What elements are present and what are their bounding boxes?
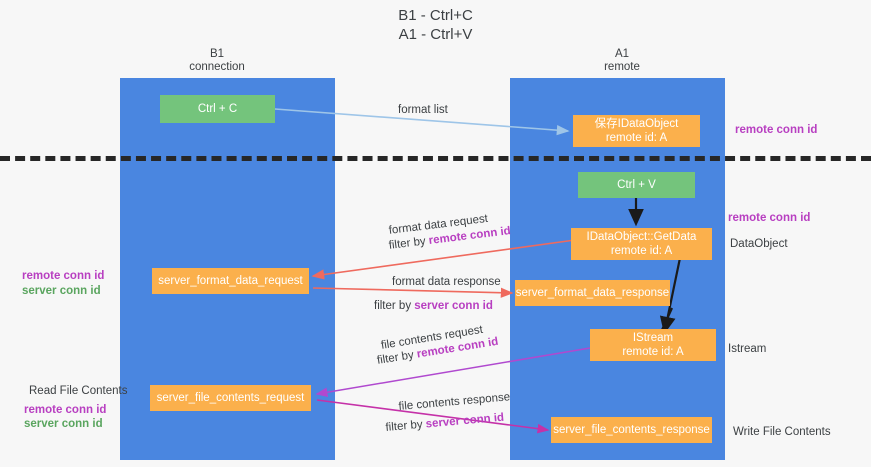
box-istream-line2: remote id: A — [622, 346, 684, 358]
filter-key-server-conn-id: server conn id — [425, 411, 505, 431]
box-idataobject-line1: 保存IDataObject — [594, 118, 679, 130]
side-label-remote-conn-id-top: remote conn id — [735, 124, 818, 136]
box-server-file-contents-request[interactable]: server_file_contents_request — [150, 385, 311, 411]
side-label-left-remote-conn-id-mid: remote conn id — [22, 270, 105, 282]
edge-label-format-data-response-filter: filter by server conn id — [374, 299, 493, 313]
filter-prefix: filter by — [388, 235, 430, 252]
box-ctrl-v[interactable]: Ctrl + V — [578, 172, 695, 198]
edge-label-format-list: format list — [398, 104, 448, 116]
filter-key-server-conn-id: server conn id — [414, 300, 493, 312]
edge-label-file-contents-response: file contents response — [398, 391, 511, 413]
side-label-remote-conn-id-mid: remote conn id — [728, 212, 811, 224]
box-ctrl-c-label: Ctrl + C — [197, 103, 238, 115]
page-title: B1 - Ctrl+C A1 - Ctrl+V — [398, 7, 473, 43]
edge-label-format-data-response: format data response — [392, 276, 501, 288]
side-label-left-server-conn-id-bottom: server conn id — [24, 418, 103, 430]
side-label-istream: Istream — [728, 343, 767, 355]
column-header-b1: B1 connection — [189, 48, 245, 73]
box-server-file-contents-response[interactable]: server_file_contents_response — [551, 417, 712, 443]
filter-prefix: filter by — [374, 300, 415, 312]
box-server-format-data-response-label: server_format_data_response — [515, 287, 670, 299]
box-idataobject-getdata[interactable]: IDataObject::GetData remote id: A — [571, 228, 712, 260]
box-server-file-contents-request-label: server_file_contents_request — [156, 392, 305, 404]
box-idataobject-line2: remote id: A — [605, 132, 668, 144]
side-label-left-remote-conn-id-bottom: remote conn id — [24, 404, 107, 416]
box-server-format-data-request[interactable]: server_format_data_request — [152, 268, 309, 294]
side-label-write-file-contents: Write File Contents — [733, 426, 831, 438]
box-server-format-data-request-label: server_format_data_request — [158, 275, 303, 287]
box-istream[interactable]: IStream remote id: A — [590, 329, 716, 361]
box-ctrl-v-label: Ctrl + V — [617, 179, 656, 191]
box-ctrl-c[interactable]: Ctrl + C — [160, 95, 275, 123]
box-getdata-line1: IDataObject::GetData — [586, 231, 697, 243]
filter-prefix: filter by — [385, 418, 427, 434]
side-label-left-server-conn-id-mid: server conn id — [22, 285, 101, 297]
box-getdata-line2: remote id: A — [610, 245, 673, 257]
side-label-read-file-contents: Read File Contents — [29, 385, 128, 397]
box-istream-line1: IStream — [632, 332, 674, 344]
divider-dashed — [0, 156, 871, 161]
box-idataobject[interactable]: 保存IDataObject remote id: A — [573, 115, 700, 147]
box-server-file-contents-response-label: server_file_contents_response — [553, 424, 710, 436]
box-server-format-data-response[interactable]: server_format_data_response — [515, 280, 670, 306]
column-header-a1: A1 remote — [604, 48, 640, 73]
edge-label-file-contents-response-filter: filter by server conn id — [385, 411, 505, 435]
side-label-dataobject: DataObject — [730, 238, 788, 250]
